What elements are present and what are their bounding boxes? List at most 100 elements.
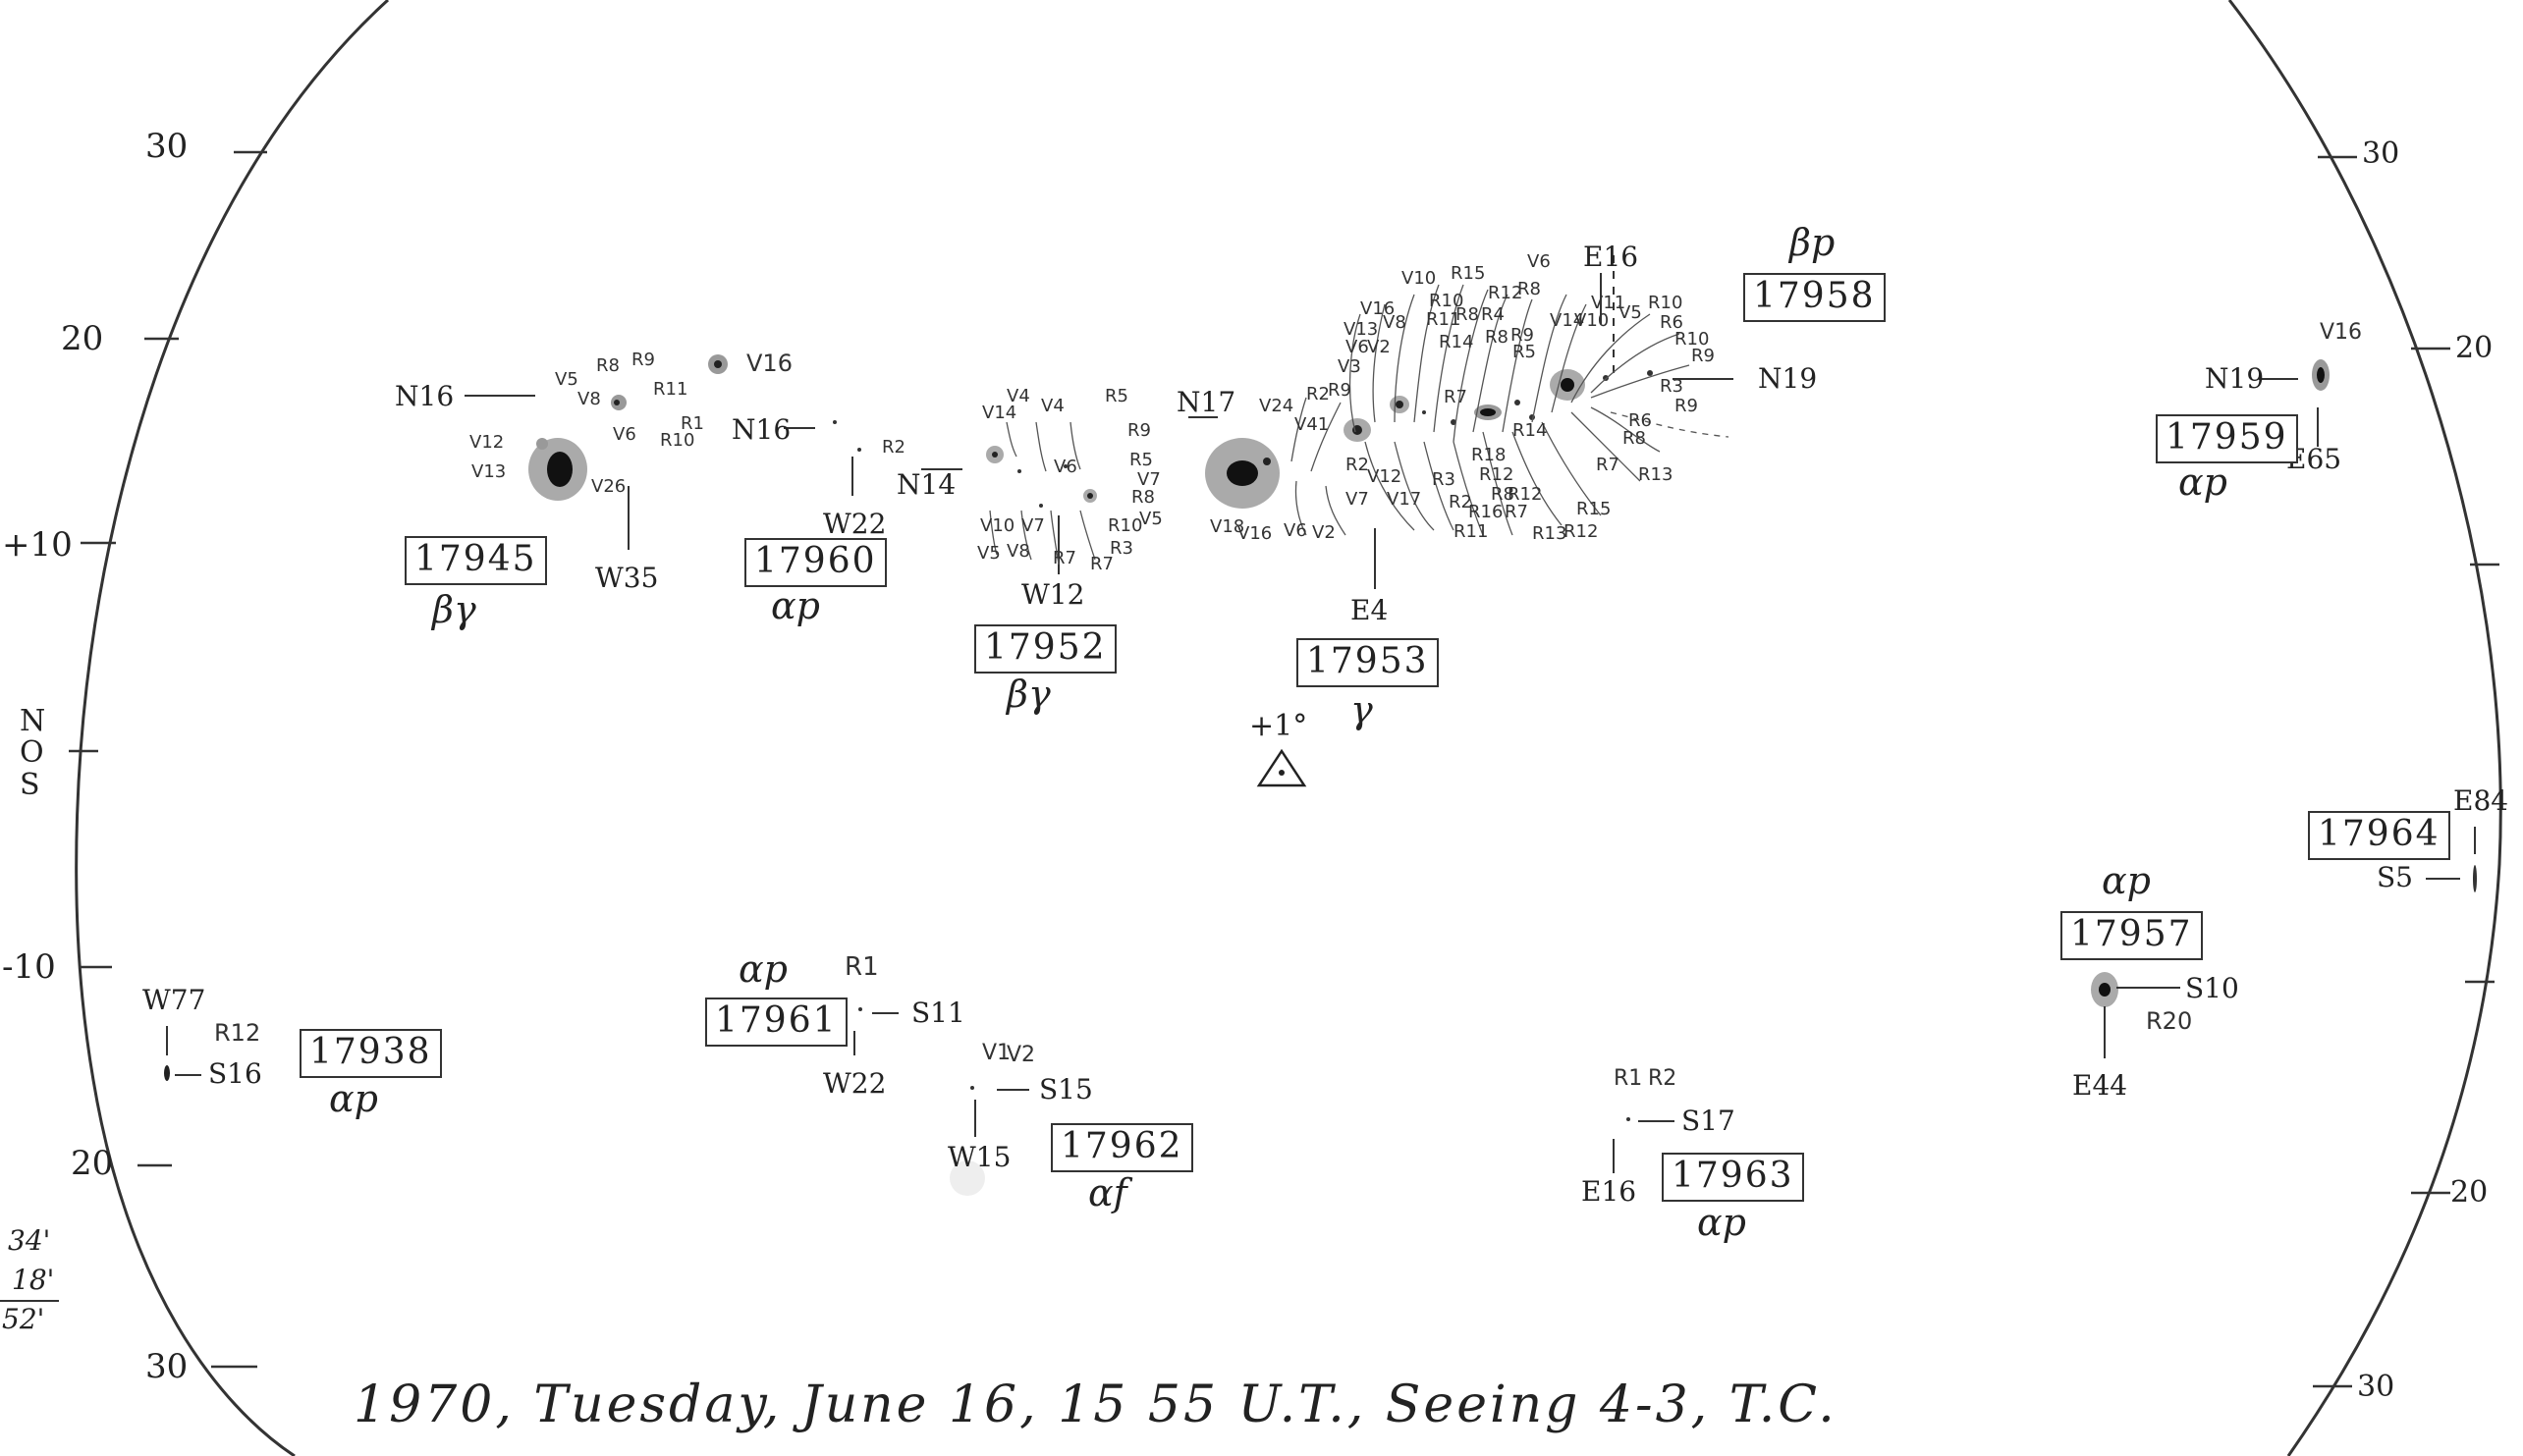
spot-label: V11 — [1591, 293, 1626, 313]
spot-label: V2 — [1007, 1043, 1036, 1067]
region-17952-number: 17952 — [974, 624, 1117, 674]
spot-label: R12 — [1563, 521, 1599, 542]
spot-label: R15 — [1451, 263, 1486, 284]
spot-label: V3 — [1338, 356, 1361, 377]
spot-label: R7 — [1053, 548, 1076, 568]
spot-label: R8 — [1622, 428, 1646, 449]
spot-label: V12 — [1367, 466, 1402, 487]
spot-label: R8 — [1491, 484, 1514, 505]
region-17960-lon: W22 — [823, 508, 887, 540]
region-17957-class: αp — [2102, 859, 2151, 902]
region-17963-number: 17963 — [1662, 1153, 1804, 1202]
region-17962-class: αf — [1088, 1171, 1127, 1214]
sunspot-group-17961 — [858, 1007, 862, 1011]
region-17938-class: αp — [329, 1077, 378, 1120]
spot-label: R10 — [1429, 291, 1464, 311]
region-17958-class: βp — [1789, 221, 1836, 264]
region-17961-class: αp — [739, 947, 788, 991]
equator-label-n: N — [20, 704, 46, 738]
region-17959-number: 17959 — [2156, 414, 2298, 463]
spot-label: R14 — [1439, 332, 1474, 352]
spot-label: V18 — [1210, 516, 1245, 537]
spot-label: R18 — [1471, 445, 1507, 465]
spot-label: V14 — [982, 403, 1017, 423]
region-17961-spot-r1: R1 — [845, 952, 879, 982]
equator-label-o: O — [20, 735, 44, 770]
spot-label: V7 — [1021, 515, 1045, 536]
lat-label-left-20s: 20 — [71, 1144, 114, 1183]
spot-label: V2 — [1312, 522, 1336, 543]
spot-fan-lines-17952 — [989, 421, 1096, 566]
spot-label: R6 — [1660, 312, 1683, 333]
spot-label: R2 — [1449, 492, 1472, 512]
lat-label-left-10n: +10 — [2, 525, 73, 565]
spot-label: V5 — [1618, 302, 1642, 323]
region-17963-lat: S17 — [1681, 1105, 1735, 1137]
spot-label: V5 — [1139, 509, 1163, 529]
spot-label: V13 — [471, 461, 507, 482]
spot-label: R8 — [1517, 279, 1541, 299]
region-17958-lon: E16 — [1583, 241, 1639, 273]
sunspot-group-17964 — [2473, 865, 2477, 892]
region-17961-lat: S11 — [911, 997, 965, 1029]
spot-label: V5 — [555, 369, 578, 390]
spot-label: R8 — [1455, 304, 1479, 325]
sunspot-group-17957 — [2091, 972, 2118, 1007]
spot-label: R15 — [1576, 499, 1612, 519]
lat-label-left-30n: 30 — [145, 127, 189, 166]
sunspot-group-17953 — [1205, 438, 1280, 509]
drawing-caption: 1970, Tuesday, June 16, 15 55 U.T., Seei… — [354, 1375, 1837, 1434]
spot-label: V8 — [577, 389, 601, 409]
spot-label: R4 — [1481, 304, 1505, 325]
spot-label: R9 — [1328, 380, 1351, 401]
spot-label: R8 — [1485, 327, 1508, 348]
spot-label: V12 — [469, 432, 505, 453]
region-17957-spot-r20: R20 — [2146, 1007, 2193, 1035]
lat-label-right-20s: 20 — [2450, 1175, 2489, 1210]
spot-label: R2 — [1648, 1066, 1677, 1091]
spot-label: R11 — [1426, 309, 1461, 330]
spot-label: R11 — [1453, 521, 1489, 542]
lat-label-right-30n: 30 — [2362, 136, 2400, 171]
lat-label-right-20n: 20 — [2455, 331, 2494, 365]
spot-label: R10 — [1108, 515, 1143, 536]
spot-label: V6 — [1054, 457, 1077, 477]
region-17945-lat: N16 — [395, 380, 455, 412]
spot-fan-lines-17953 — [1290, 397, 1346, 536]
region-17938-spot-r12: R12 — [214, 1019, 261, 1047]
region-17963-lon: E16 — [1581, 1175, 1637, 1208]
region-17961-lon: W22 — [823, 1067, 887, 1100]
spot-label: V6 — [613, 424, 636, 445]
region-17959-class: αp — [2178, 460, 2227, 504]
sunspot-v16-near-17960 — [708, 354, 728, 374]
region-17964-number: 17964 — [2308, 811, 2450, 860]
spot-label: R10 — [1648, 293, 1683, 313]
spot-label: R2 — [882, 437, 905, 458]
region-17938-lat: S16 — [208, 1057, 262, 1090]
region-17964-lon: E84 — [2453, 784, 2509, 817]
spot-label: V10 — [980, 515, 1015, 536]
spot-label: R9 — [631, 350, 655, 370]
region-17962-lon: W15 — [948, 1141, 1012, 1173]
rotation-triangle-marker — [1256, 748, 1307, 787]
region-17960-number: 17960 — [744, 538, 887, 587]
region-17964-lat: S5 — [2377, 861, 2413, 893]
spot-label: R10 — [1674, 329, 1710, 350]
spot-label: R9 — [1691, 346, 1715, 366]
lat-label-right-30s: 30 — [2357, 1370, 2395, 1404]
spot-label: R10 — [660, 430, 695, 451]
solar-limb-left — [75, 0, 390, 1456]
region-17960-class: αp — [771, 584, 820, 627]
region-17953-lat: N17 — [1177, 386, 1236, 418]
solar-limb-right — [2227, 0, 2502, 1456]
margin-note-2: 18' — [12, 1264, 55, 1296]
sunspot-group-17962 — [950, 1086, 985, 1196]
spot-label: V8 — [1007, 541, 1030, 562]
spot-label: V1 — [982, 1041, 1012, 1065]
spot-label: R3 — [1432, 469, 1455, 490]
sunspot-group-17959 — [2312, 359, 2330, 391]
spot-label: R2 — [1345, 455, 1369, 475]
spot-label: V16 — [746, 350, 793, 377]
spot-label: V6 — [1527, 251, 1551, 272]
